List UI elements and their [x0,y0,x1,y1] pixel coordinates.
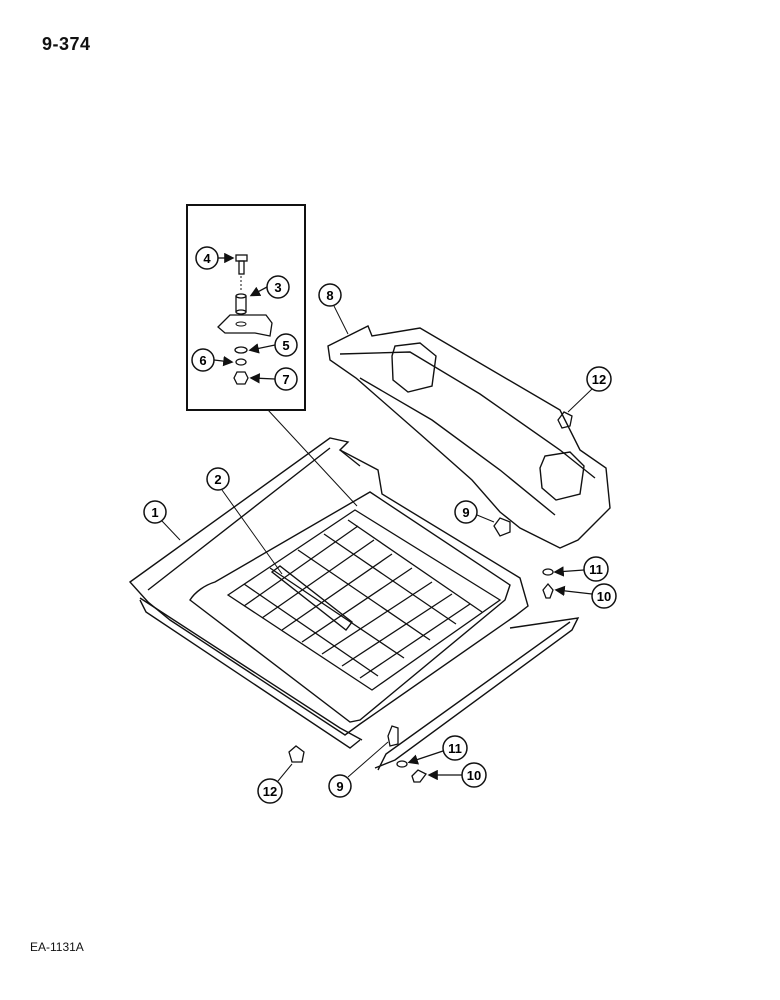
inset-leader [267,409,358,507]
callout-6-label: 6 [199,353,206,368]
callout-12-upper: 12 [567,366,612,413]
clip-part-9-lower [387,725,399,747]
nut-part [233,371,249,385]
callout-2-label: 2 [214,472,221,487]
bracket-plate [217,314,273,337]
washer-part-11-upper [542,568,554,576]
screw-part-10-lower [411,769,427,783]
lockwasher-part [235,358,247,366]
callout-11-upper: 11 [553,556,609,582]
callout-11-lower: 11 [407,735,468,765]
washer-part [234,346,248,354]
clip-part-9-upper [493,517,511,537]
rear-panel [327,325,611,549]
callout-1: 1 [143,500,181,541]
spacer-part [235,293,247,315]
callout-8: 8 [318,283,349,335]
detail-inset [186,204,306,411]
callout-9-lower-label: 9 [336,779,343,794]
callout-10-upper: 10 [554,583,617,609]
callout-8-label: 8 [326,288,333,303]
callout-12-upper-label: 12 [592,372,606,387]
callout-5: 5 [248,333,298,357]
washer-part-11-lower [396,760,408,768]
callout-9-lower: 9 [328,741,389,798]
callout-5-label: 5 [282,338,289,353]
page-number: 9-374 [42,34,91,54]
callout-3-label: 3 [274,280,281,295]
screw-part-10-upper [542,582,554,599]
callout-12-lower: 12 [257,763,293,804]
callout-7-label: 7 [282,372,289,387]
bolt-part [235,254,248,275]
floor-plate [128,437,580,771]
callout-10-lower-label: 10 [467,768,481,783]
callout-6: 6 [191,348,234,372]
callout-4: 4 [195,246,235,270]
callout-9-upper: 9 [454,500,495,524]
callout-7: 7 [249,367,298,391]
callout-1-label: 1 [151,505,158,520]
callout-4-label: 4 [203,251,211,266]
callout-10-upper-label: 10 [597,589,611,604]
callout-12-lower-label: 12 [263,784,277,799]
callout-9-upper-label: 9 [462,505,469,520]
floor-mat-grid [226,509,502,691]
callout-11-upper-label: 11 [589,562,603,577]
callout-3: 3 [249,275,290,299]
bumper-part-12-lower [288,745,305,763]
callout-10-lower: 10 [427,762,487,788]
bumper-part-12-upper [557,411,573,429]
callout-11-lower-label: 11 [448,741,462,756]
mat-strip [270,565,353,631]
figure-code: EA-1131A [30,940,84,954]
callout-2: 2 [206,467,283,575]
